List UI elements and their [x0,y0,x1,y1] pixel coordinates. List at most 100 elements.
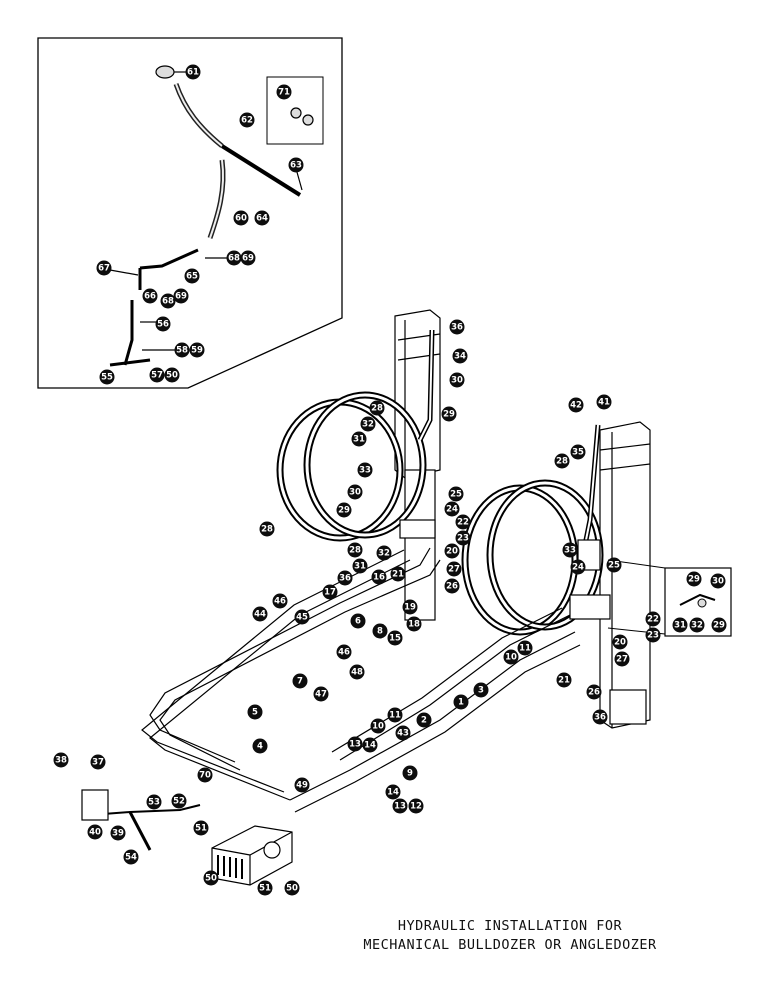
callout-bubble [239,112,255,128]
callout-49: 49 [294,777,310,793]
callout-bubble [173,288,189,304]
callout-bubble [174,342,190,358]
callout-bubble [596,394,612,410]
callout-bubble [336,644,352,660]
callout-53: 53 [146,794,162,810]
callout-8: 8 [372,623,388,639]
callout-bubble [395,725,411,741]
callout-bubble [351,431,367,447]
callout-bubble [406,616,422,632]
callout-number: 70 [199,771,211,781]
callout-36: 36 [337,570,353,586]
callout-bubble [554,453,570,469]
callout-number: 41 [598,398,610,408]
callout-number: 33 [359,466,371,476]
callout-13: 13 [392,798,408,814]
callout-29: 29 [711,617,727,633]
callout-32: 32 [689,617,705,633]
callout-70: 70 [197,767,213,783]
callout-number: 48 [351,668,363,678]
diagram-title-line-2: MECHANICAL BULLDOZER OR ANGLEDOZER [363,937,657,953]
callout-number: 28 [261,525,273,535]
callout-number: 62 [241,116,253,126]
callout-number: 29 [713,621,725,631]
callout-bubble [347,484,363,500]
callout-bubble [376,545,392,561]
callout-bubble [710,573,726,589]
callout-bubble [408,798,424,814]
callout-number: 19 [404,603,416,613]
callout-20: 20 [444,543,460,559]
callout-bubble [53,752,69,768]
callout-57: 57 [149,367,165,383]
callout-61: 61 [185,64,201,80]
callout-bubble [416,712,432,728]
callout-bubble [592,709,608,725]
callout-54: 54 [123,849,139,865]
callout-number: 17 [324,588,336,598]
callout-bubble [372,623,388,639]
callout-number: 23 [647,631,659,641]
callout-number: 5 [252,708,258,718]
callout-number: 6 [355,617,361,627]
callout-4: 4 [252,738,268,754]
callout-62: 62 [239,112,255,128]
callout-number: 43 [397,729,409,739]
callout-bubble [452,348,468,364]
callout-bubble [606,557,622,573]
callout-21: 21 [390,566,406,582]
callout-number: 7 [297,677,303,687]
callout-bubble [570,444,586,460]
callout-bubble [247,704,263,720]
callout-bubble [284,880,300,896]
callout-36: 36 [592,709,608,725]
callout-number: 26 [446,582,458,592]
callout-27: 27 [614,651,630,667]
callout-number: 13 [394,802,406,812]
callout-3: 3 [473,682,489,698]
callout-bubble [254,210,270,226]
callout-bubble [99,369,115,385]
callout-bubble [503,649,519,665]
callout-65: 65 [184,268,200,284]
callout-number: 31 [353,435,365,445]
callout-bubble [347,542,363,558]
callout-66: 66 [142,288,158,304]
callout-number: 30 [451,376,463,386]
callout-number: 37 [92,758,104,768]
callout-bubble [322,584,338,600]
callout-33: 33 [562,542,578,558]
callout-51: 51 [193,820,209,836]
callout-bubble [387,630,403,646]
callout-69: 69 [173,288,189,304]
callout-50: 50 [284,880,300,896]
callout-number: 26 [588,688,600,698]
callout-number: 3 [478,686,484,696]
callout-bubble [645,611,661,627]
callout-52: 52 [171,793,187,809]
callout-number: 24 [446,505,458,515]
callout-number: 49 [296,781,308,791]
callout-number: 8 [377,627,383,637]
callout-bubble [689,617,705,633]
callout-bubble [90,754,106,770]
callout-39: 39 [110,825,126,841]
callout-number: 42 [570,401,582,411]
callout-bubble [362,737,378,753]
callout-number: 52 [173,797,185,807]
callout-bubble [570,559,586,575]
callout-bubble [612,634,628,650]
callout-number: 63 [290,161,302,171]
callout-number: 11 [519,644,531,654]
callout-45: 45 [294,609,310,625]
callout-7: 7 [292,673,308,689]
callout-number: 46 [274,597,286,607]
callout-bubble [259,521,275,537]
callout-bubble [371,569,387,585]
callout-number: 1 [458,698,464,708]
callout-26: 26 [586,684,602,700]
callout-29: 29 [336,502,352,518]
callout-number: 54 [125,853,137,863]
diagram-title-line-1: HYDRAULIC INSTALLATION FOR [397,918,623,934]
